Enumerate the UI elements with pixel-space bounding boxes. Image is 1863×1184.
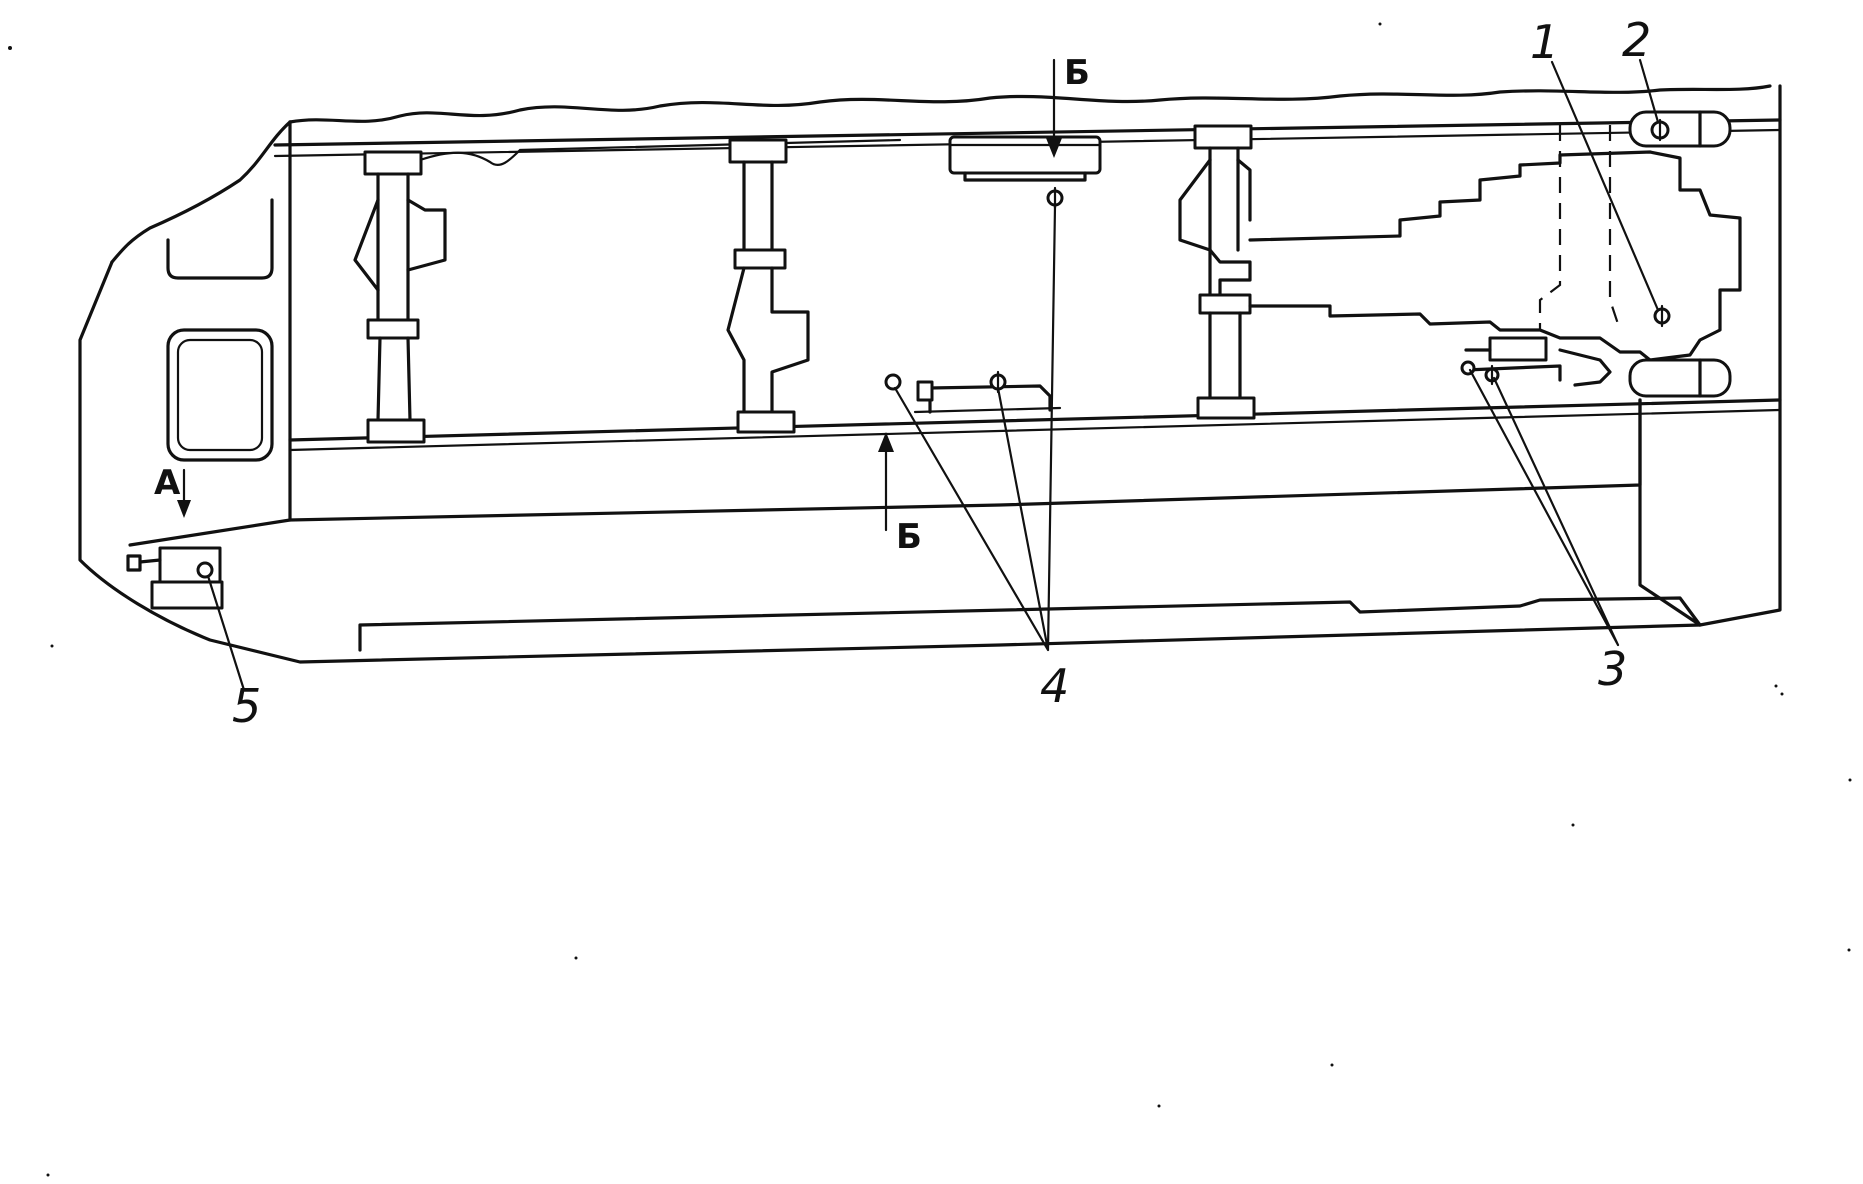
callout-3: 3 (1598, 642, 1627, 696)
hull-right-wall (1638, 398, 1702, 627)
hull-floor-line-2 (288, 408, 1782, 452)
view-arrow-b-top (1046, 58, 1062, 158)
hull-skid (358, 596, 1702, 652)
propeller-shaft-2 (726, 138, 810, 434)
window-lower (166, 328, 274, 462)
scan-specks (8, 22, 1852, 1177)
hull-outline (78, 84, 1782, 664)
leader-2 (1638, 58, 1660, 124)
hull-upper-rail (273, 118, 1782, 147)
leader-4 (893, 204, 1057, 652)
propeller-shaft-3 (1178, 124, 1256, 420)
window-upper (166, 198, 274, 280)
hull-lower-side (288, 398, 1642, 522)
leader-5 (206, 574, 246, 692)
top-tank (948, 135, 1102, 182)
leader-3 (1468, 368, 1620, 647)
propeller-shaft-1 (353, 150, 447, 444)
view-label-b-bottom: Б (896, 517, 922, 557)
view-arrow-a (177, 468, 191, 518)
hull-break-line (288, 84, 1772, 124)
lower-bracket (1464, 336, 1562, 382)
grease-point-1 (1653, 304, 1671, 328)
view-arrow-b-bottom (878, 432, 894, 532)
grease-point-4b (884, 373, 902, 391)
grease-point-2 (1650, 118, 1670, 142)
window-lower-inner (176, 338, 264, 452)
right-upper-cylinder (1628, 110, 1732, 148)
engine-block (1248, 150, 1742, 362)
hull-break-line-left (110, 120, 292, 264)
hull-floor-line (288, 398, 1782, 442)
leader-1 (1550, 60, 1660, 312)
callout-5: 5 (232, 679, 261, 733)
upper-cable (418, 138, 902, 166)
engine-bracket (1558, 348, 1612, 387)
callout-4: 4 (1040, 659, 1069, 713)
view-label-a: А (154, 463, 181, 503)
view-label-b-top: Б (1064, 53, 1090, 93)
callout-1: 1 (1530, 15, 1559, 69)
right-lower-cylinder (1628, 358, 1732, 398)
floor-box (913, 380, 1062, 414)
callout-2: 2 (1622, 13, 1651, 67)
grease-point-5 (196, 561, 214, 579)
engine-dashed-outline (1538, 125, 1622, 331)
